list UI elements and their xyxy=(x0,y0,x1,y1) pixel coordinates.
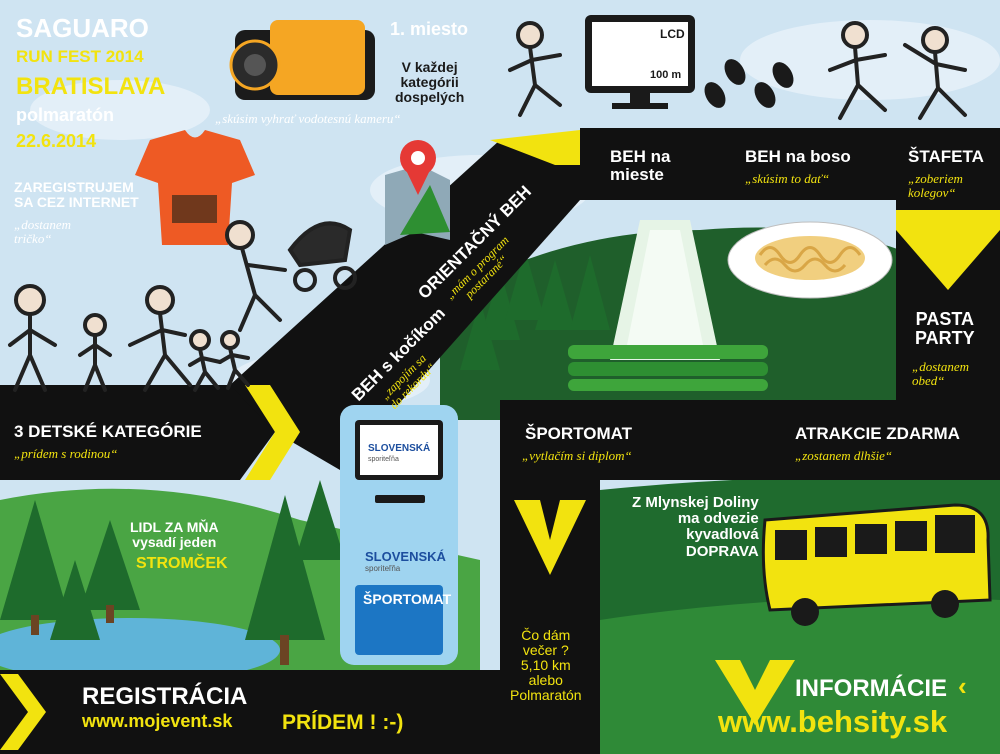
event-title: SAGUARO xyxy=(16,13,149,43)
forest-center xyxy=(460,250,610,370)
info-heading: INFORMÁCIE xyxy=(795,675,947,702)
bank-name-screen: SLOVENSKÁ xyxy=(368,443,431,454)
pasta-heading: PASTA PARTY xyxy=(915,309,975,349)
evening-text: Čo dám večer ? 5,10 km alebo Polmaratón xyxy=(510,627,582,704)
relay-heading: ŠTAFETA xyxy=(908,147,984,166)
bank-sub-body: sporiteľňa xyxy=(365,564,401,573)
lcd-distance: 100 m xyxy=(650,69,682,81)
prize-quote: „skúsim vyhrať vodotesnú kameru“ xyxy=(215,111,401,126)
sportomat-quote: „vytlačím si diplom“ xyxy=(522,448,632,463)
tshirt-icon xyxy=(135,130,255,245)
event-type: polmaratón xyxy=(16,105,115,125)
family-stick-figures xyxy=(8,284,250,392)
lidl-text: LIDL ZA MŇA vysadí jeden xyxy=(130,519,219,551)
bank-sub-screen: sporiteľňa xyxy=(368,456,399,463)
footprints-icon xyxy=(704,59,794,108)
info-link[interactable]: www.behsity.sk xyxy=(718,704,948,739)
slogan: PRÍDEM ! :-) xyxy=(282,711,404,734)
forest-left xyxy=(0,480,345,665)
event-city: BRATISLAVA xyxy=(16,73,166,100)
bus-icon xyxy=(761,503,992,626)
sportomat-heading: ŠPORTOMAT xyxy=(525,424,633,443)
stroller-runner xyxy=(225,220,357,332)
bus-text: Z Mlynskej Doliny ma odvezie kyvadlová D… xyxy=(632,494,759,560)
bank-name-body: SLOVENSKÁ xyxy=(365,549,446,564)
kids-heading: 3 DETSKÉ KATEGÓRIE xyxy=(14,422,202,441)
pasta-plate-illustration xyxy=(727,221,893,299)
route-arrows xyxy=(0,130,1000,750)
info-chevron-icon: ‹ xyxy=(958,671,967,701)
sportomat-machine xyxy=(340,405,458,665)
register-quote: „dostanem tričko“ xyxy=(14,217,72,247)
ski-ramp xyxy=(568,220,768,391)
map-pin-icon xyxy=(385,140,450,245)
route-path xyxy=(0,128,1000,754)
registration-link[interactable]: www.mojevent.sk xyxy=(82,711,233,731)
relay-quote: „zoberiem kolegov“ xyxy=(908,171,963,201)
pasta-quote: „dostanem obed“ xyxy=(912,359,970,389)
barefoot-quote: „skúsim to dať“ xyxy=(745,171,830,186)
prize-heading: 1. miesto xyxy=(390,19,469,39)
registration-heading: REGISTRÁCIA xyxy=(82,683,248,710)
attractions-quote: „zostanem dlhšie“ xyxy=(795,448,893,463)
kids-quote: „prídem s rodinou“ xyxy=(14,446,118,461)
event-subtitle: RUN FEST 2014 xyxy=(16,47,144,66)
lidl-tree-text: STROMČEK xyxy=(136,555,228,572)
barefoot-heading: BEH na boso xyxy=(745,147,851,166)
event-date: 22.6.2014 xyxy=(16,131,97,151)
info-arrow-icon xyxy=(715,660,795,725)
lcd-screen-icon xyxy=(585,15,695,109)
register-heading: ZAREGISTRUJEM SA CEZ INTERNET xyxy=(14,179,139,211)
camera-icon xyxy=(229,20,375,100)
prize-subheading: V každej kategórii dospelých xyxy=(395,59,465,106)
lcd-label: LCD xyxy=(660,27,685,41)
runners-top xyxy=(508,21,967,120)
run-place-heading: BEH na mieste xyxy=(610,147,671,185)
sportomat-machine-label: ŠPORTOMAT xyxy=(363,591,452,607)
right-hill-front xyxy=(600,597,1000,754)
attractions-heading: ATRAKCIE ZDARMA xyxy=(795,424,960,443)
